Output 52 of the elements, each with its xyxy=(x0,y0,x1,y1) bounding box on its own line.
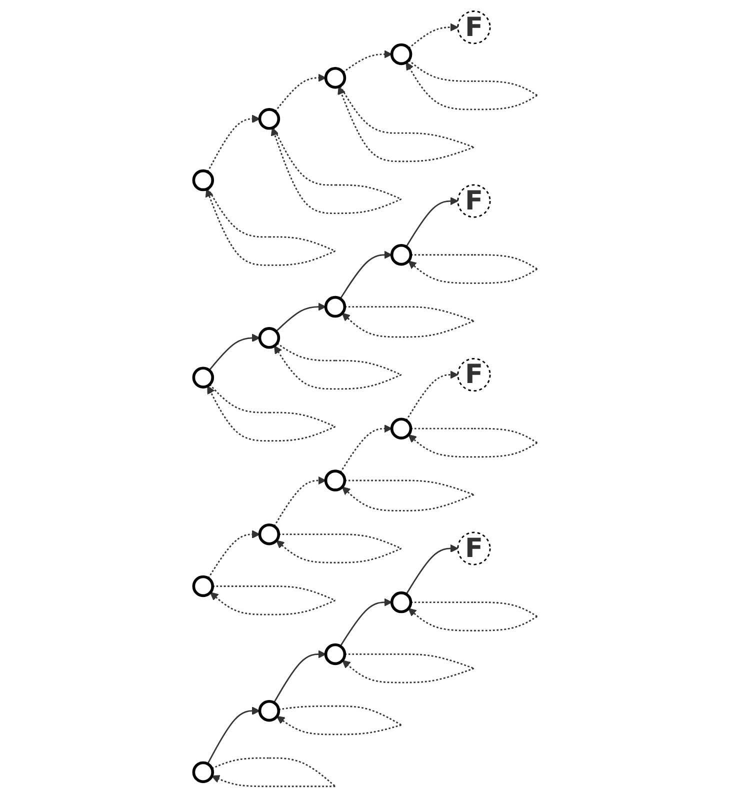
node-circle xyxy=(324,296,346,318)
node-circle xyxy=(192,761,214,784)
arrow xyxy=(342,480,474,512)
arrow xyxy=(338,86,474,162)
arrow xyxy=(276,302,326,332)
arrow xyxy=(207,384,336,442)
arrow xyxy=(207,706,260,764)
arrow xyxy=(408,602,538,632)
node-circle xyxy=(192,366,214,388)
arrow xyxy=(270,127,402,214)
node-circle xyxy=(192,169,214,192)
node-circle xyxy=(324,66,346,89)
arrow xyxy=(342,654,474,684)
arrow xyxy=(340,250,392,300)
arrow xyxy=(207,114,260,172)
arrow xyxy=(274,74,326,112)
node-circle xyxy=(390,43,412,66)
node-circle xyxy=(324,470,346,492)
arrow xyxy=(406,60,538,110)
node-circle xyxy=(324,643,346,666)
node-circle xyxy=(390,591,412,614)
arrow xyxy=(210,586,336,616)
arrow xyxy=(211,757,336,788)
arrow xyxy=(276,534,402,564)
arrow xyxy=(274,342,402,390)
arrow xyxy=(406,370,458,421)
node-circle xyxy=(457,358,491,392)
arrow xyxy=(274,476,326,527)
node-circle xyxy=(258,108,280,130)
node-circle xyxy=(258,523,280,546)
arrow xyxy=(340,598,392,647)
arrow xyxy=(208,530,260,579)
node-circle xyxy=(457,532,491,566)
arrow xyxy=(205,188,336,266)
node-circle xyxy=(390,244,412,266)
arrow xyxy=(273,650,326,704)
node-circle xyxy=(192,575,214,598)
arrow xyxy=(408,428,538,458)
arrow xyxy=(342,306,474,338)
node-circle xyxy=(390,418,412,440)
node-circle xyxy=(258,700,280,722)
arrow xyxy=(340,424,392,473)
arrow xyxy=(408,254,538,284)
node-circle xyxy=(457,184,491,218)
arrow xyxy=(208,334,260,371)
arrow xyxy=(276,705,402,736)
arrow xyxy=(342,50,392,73)
arrow xyxy=(406,196,458,248)
node-circle xyxy=(258,327,280,349)
arrow xyxy=(408,23,458,49)
node-circle xyxy=(457,10,491,44)
arrow xyxy=(406,544,458,595)
